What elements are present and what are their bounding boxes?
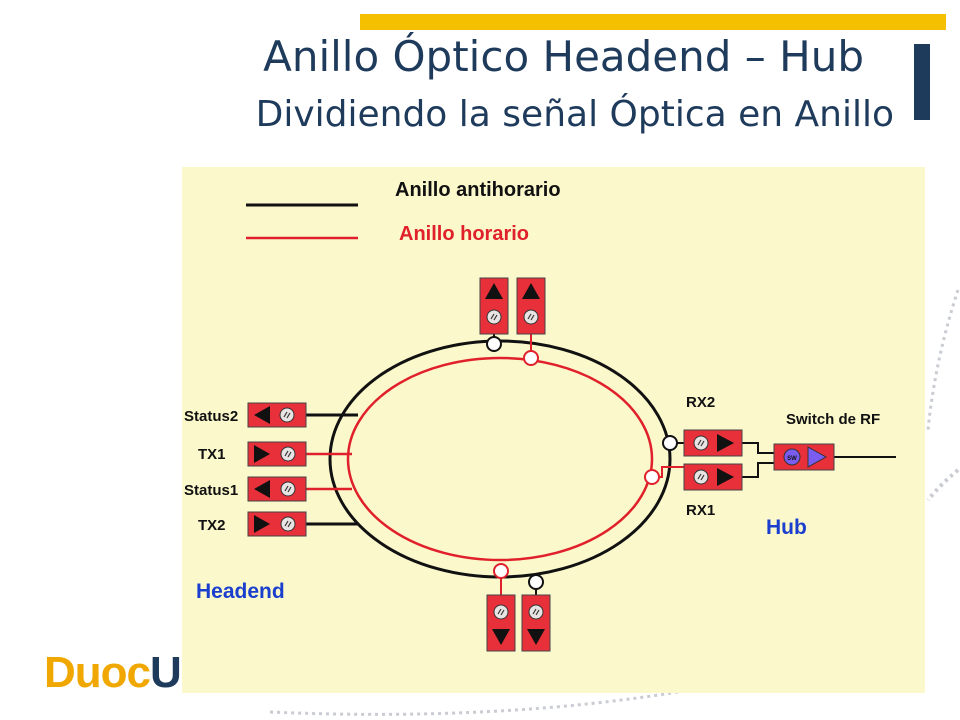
rx2-label: RX2 <box>686 394 715 411</box>
hub-label: Hub <box>766 516 807 539</box>
switch-badge: SW <box>787 456 797 462</box>
header-side-mark <box>914 44 930 120</box>
rx2-module <box>683 429 743 457</box>
top-coupler-black <box>486 336 502 352</box>
black-ring <box>328 339 672 579</box>
rx1-to-switch-line <box>742 462 774 478</box>
status1-label: Status1 <box>184 482 238 499</box>
slide-subtitle: Dividiendo la señal Óptica en Anillo <box>255 94 894 135</box>
bottom-coupler-red <box>493 563 509 579</box>
duoc-logo: DuocU <box>44 648 182 698</box>
rf-switch-module: SW <box>773 443 835 471</box>
slide-title: Anillo Óptico Headend – Hub <box>263 32 864 81</box>
top-module-left <box>479 277 509 335</box>
header-accent-bar <box>360 14 946 30</box>
legend-black-label: Anillo antihorario <box>395 179 561 201</box>
ring-diagram: Anillo antihorario Anillo horario <box>182 167 925 693</box>
switch-label: Switch de RF <box>786 411 880 428</box>
status1-module <box>247 476 307 502</box>
bottom-module-right <box>521 594 551 652</box>
top-coupler-red <box>523 350 539 366</box>
bottom-module-left <box>486 594 516 652</box>
tx1-label: TX1 <box>198 446 226 463</box>
tx2-label: TX2 <box>198 517 226 534</box>
hub-coupler-black <box>662 435 678 451</box>
tx2-module <box>247 511 307 537</box>
status2-label: Status2 <box>184 408 238 425</box>
tx1-module <box>247 441 307 467</box>
ring-diagram-svg: Anillo antihorario Anillo horario <box>184 179 896 652</box>
red-ring <box>346 356 654 562</box>
logo-tail: U <box>150 648 182 697</box>
rx1-module <box>683 463 743 491</box>
status2-module <box>247 402 307 428</box>
hub-coupler-red <box>644 469 660 485</box>
legend-red-label: Anillo horario <box>399 223 529 245</box>
bottom-coupler-black <box>528 574 544 590</box>
logo-text: Duoc <box>44 648 151 697</box>
headend-label: Headend <box>196 580 285 603</box>
top-module-right <box>516 277 546 335</box>
rx2-to-switch-line <box>742 442 774 454</box>
rx1-label: RX1 <box>686 502 715 519</box>
